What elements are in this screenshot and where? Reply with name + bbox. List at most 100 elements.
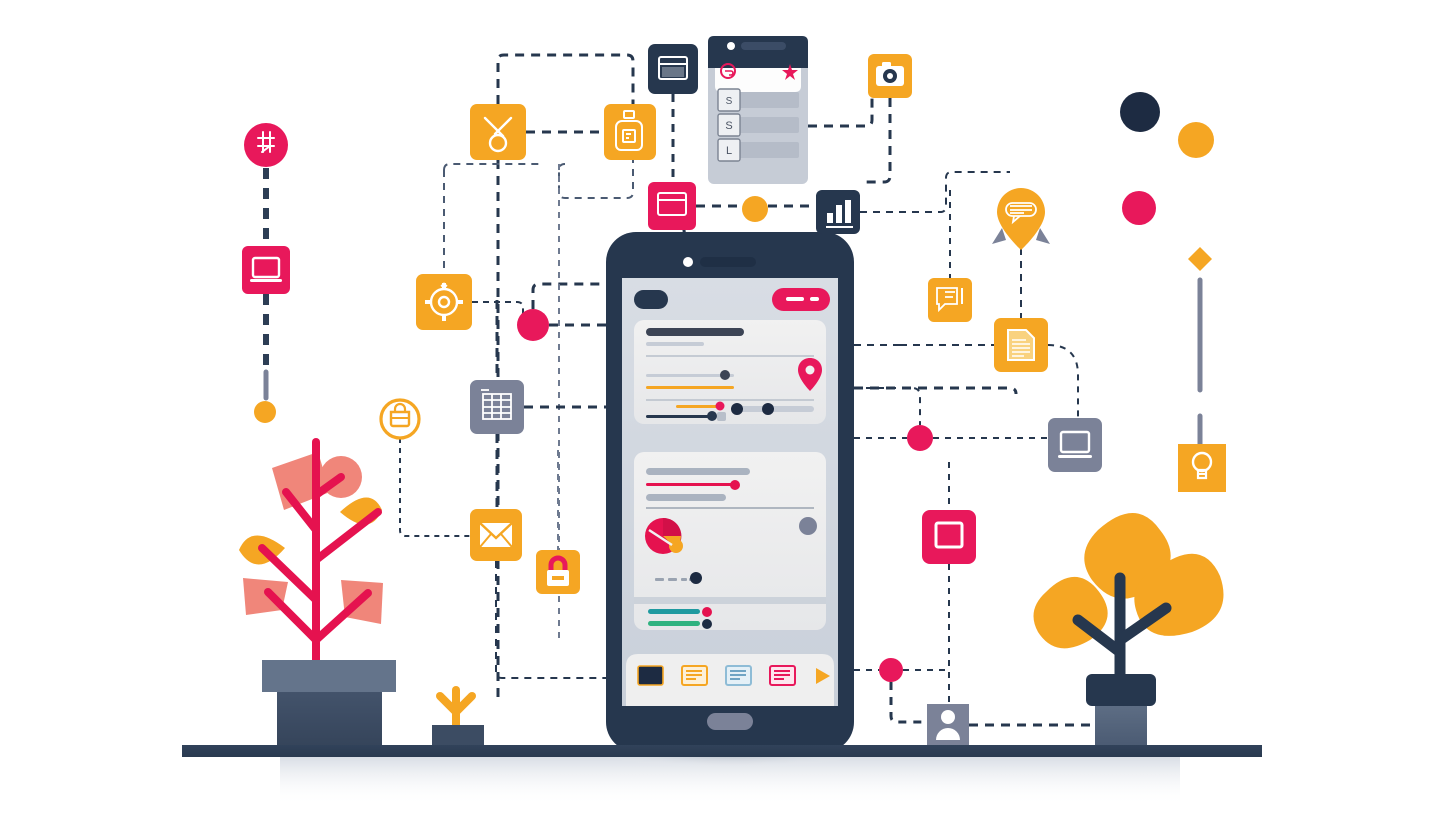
legend-row-2	[648, 619, 712, 629]
list-row-large[interactable]: L	[717, 138, 799, 162]
phone-speaker	[700, 257, 756, 267]
pink-dot-far	[1122, 191, 1156, 225]
connector-mail-bottom	[495, 561, 606, 679]
star-icon[interactable]	[782, 64, 798, 80]
phone-camera-dot	[683, 257, 693, 267]
card-subtitle-bar	[646, 342, 704, 346]
list-row-medium[interactable]: S	[717, 113, 799, 137]
bag-badge-icon[interactable]	[379, 398, 421, 440]
bottom-tab-bar	[626, 654, 834, 706]
primary-action-button[interactable]	[772, 288, 830, 311]
lock-icon[interactable]	[536, 550, 580, 594]
slider-knob-4[interactable]	[707, 411, 717, 421]
legend-row-1	[648, 607, 712, 617]
rocket-icon[interactable]	[470, 104, 526, 160]
pink-dot-right[interactable]	[907, 425, 933, 451]
connector-gear-to-dot	[472, 301, 524, 318]
home-button[interactable]	[707, 713, 753, 730]
smartphone-mockup	[606, 232, 854, 752]
bar-chart-icon[interactable]	[816, 190, 860, 234]
lightbulb-icon[interactable]	[1178, 444, 1226, 492]
slider-knob-5a[interactable]	[731, 403, 743, 415]
right-pot-rim	[1086, 674, 1156, 706]
content-card-secondary[interactable]	[634, 452, 826, 630]
list-row-badge: L	[726, 145, 732, 157]
list-row-badge: S	[725, 120, 732, 132]
connector-phone-mid-2	[854, 386, 1018, 395]
kiosk-icon[interactable]	[470, 380, 524, 434]
window-icon-navy[interactable]	[648, 44, 698, 94]
slider-stop	[717, 412, 726, 421]
chart-baseline	[826, 226, 853, 228]
browser-window-icon[interactable]	[648, 182, 696, 230]
avatar-dot[interactable]	[799, 517, 817, 535]
pie-chart	[645, 517, 683, 554]
pink-dot-mid[interactable]	[517, 309, 549, 341]
gear-icon[interactable]	[416, 274, 472, 330]
tab-monitor[interactable]	[637, 665, 664, 686]
back-circle-icon[interactable]	[720, 63, 736, 79]
document-icon[interactable]	[994, 318, 1048, 372]
card2-subtitle-bar	[646, 494, 726, 501]
connector-lowdot-user	[889, 682, 927, 724]
monitor-icon-pink[interactable]	[242, 246, 290, 294]
diamond-marker	[1188, 247, 1212, 271]
display-icon[interactable]	[1048, 418, 1102, 472]
tab-article[interactable]	[725, 665, 752, 686]
navy-dot-far	[1120, 92, 1160, 132]
card-speaker	[741, 42, 786, 50]
content-card-primary[interactable]	[634, 320, 826, 424]
right-pot-body	[1095, 706, 1147, 748]
chat-pin-icon[interactable]	[992, 188, 1050, 250]
slider-knob-3[interactable]	[715, 401, 725, 411]
tab-form[interactable]	[769, 665, 796, 686]
pot-body	[277, 692, 382, 748]
orange-dot-left[interactable]	[254, 401, 276, 423]
card2-progress-track[interactable]	[646, 483, 732, 486]
connector-badge-mail	[399, 438, 470, 537]
mail-icon[interactable]	[470, 509, 522, 561]
slider-track-3[interactable]	[676, 405, 718, 408]
orange-dot-far	[1178, 122, 1214, 158]
orange-dot-mid[interactable]	[742, 196, 768, 222]
connector-network	[263, 53, 1203, 727]
connector-card-camera	[808, 98, 874, 128]
connector-barchart-right	[860, 171, 1010, 213]
comment-icon[interactable]	[928, 278, 972, 322]
menu-pill[interactable]	[634, 290, 668, 309]
tab-play[interactable]	[816, 668, 830, 684]
connector-phone-mid	[854, 387, 921, 425]
camera-icon[interactable]	[868, 54, 912, 98]
connector-bottle-loop	[558, 156, 634, 199]
window-body	[662, 67, 684, 77]
chart-pin-icon[interactable]	[244, 123, 288, 167]
ground-bar	[182, 745, 1262, 757]
bottle-icon[interactable]	[604, 104, 656, 160]
user-profile-icon[interactable]	[927, 704, 969, 746]
slider-track-1[interactable]	[646, 374, 734, 377]
slider-knob-1[interactable]	[720, 370, 730, 380]
connector-top-loop	[496, 53, 635, 104]
card-toolbar	[715, 68, 801, 92]
card-title-bar	[646, 328, 744, 336]
left-potted-plant	[239, 438, 396, 748]
card2-split	[634, 597, 826, 604]
slider-track-2[interactable]	[646, 386, 734, 389]
pink-dot-lower[interactable]	[879, 658, 903, 682]
slider-track-4[interactable]	[646, 415, 714, 418]
card2-progress-knob[interactable]	[730, 480, 740, 490]
list-row-small[interactable]: S	[717, 88, 799, 112]
card-camera-dot	[727, 42, 735, 50]
connector-camera-down	[862, 98, 892, 184]
connector-doc-monitor	[1047, 344, 1079, 418]
connector-upper-left	[443, 163, 540, 171]
list-device-card: S S L	[708, 36, 808, 184]
tab-news[interactable]	[681, 665, 708, 686]
list-row-badge: S	[726, 96, 733, 107]
pot-rim	[262, 660, 396, 692]
slider-knob-5b[interactable]	[762, 403, 774, 415]
tablet-icon[interactable]	[922, 510, 976, 564]
card2-title-bar	[646, 468, 750, 475]
